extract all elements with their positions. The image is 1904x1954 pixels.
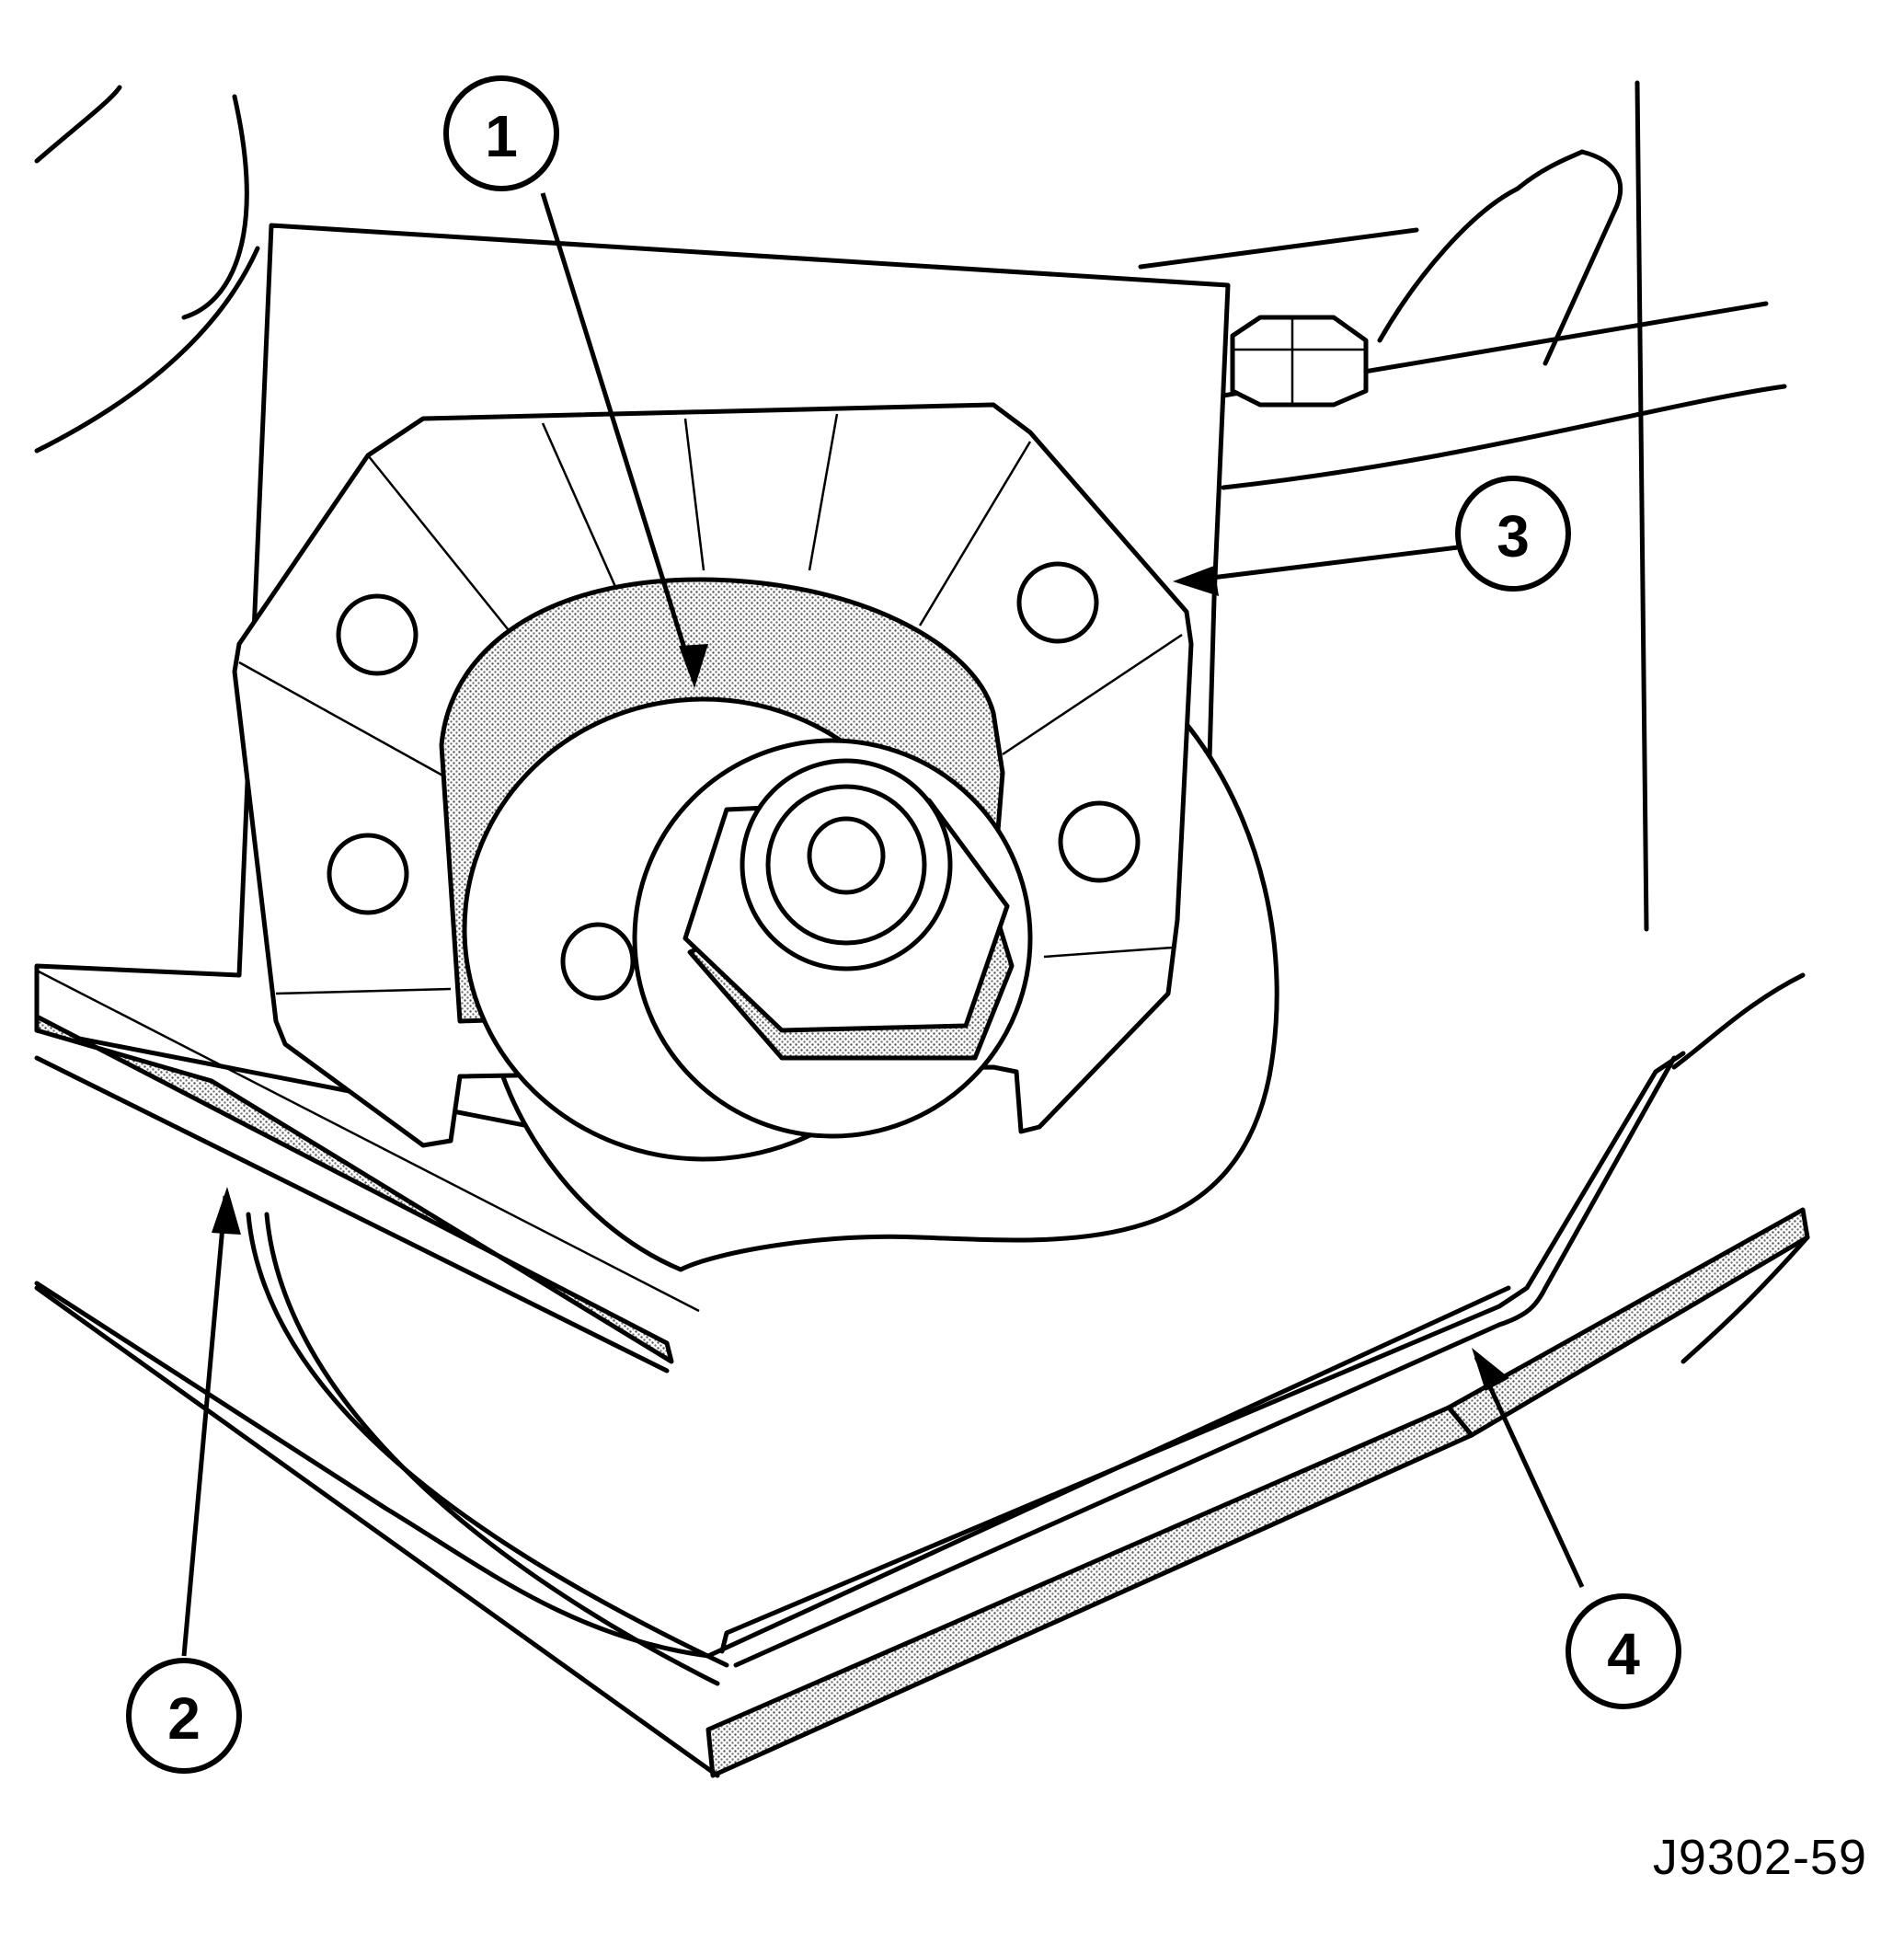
callout-3-label: 3	[1497, 503, 1530, 569]
callout-1: 1	[443, 75, 559, 191]
callout-2-label: 2	[167, 1685, 201, 1752]
callout-1-label: 1	[485, 103, 518, 169]
arrowhead-2	[212, 1187, 241, 1235]
callout-2: 2	[126, 1658, 242, 1774]
arrowhead-1	[679, 644, 708, 688]
callout-4: 4	[1566, 1593, 1681, 1709]
lower-flange-edge	[34, 969, 700, 1374]
pivot-bolt-nut	[632, 738, 1033, 1139]
leader-4	[1474, 1355, 1585, 1589]
leader-2	[181, 1195, 228, 1657]
arrowhead-4	[1472, 1348, 1509, 1391]
callout-3: 3	[1455, 476, 1571, 592]
leader-3	[1181, 545, 1459, 584]
leader-1	[540, 192, 697, 682]
skid-plate	[34, 1051, 1810, 1778]
callout-4-label: 4	[1607, 1621, 1640, 1687]
leader-lines	[181, 192, 1585, 1657]
upper-bolt-head	[1230, 315, 1369, 408]
figure-code: J9302-59	[1652, 1830, 1867, 1885]
arrowhead-3	[1173, 566, 1219, 596]
